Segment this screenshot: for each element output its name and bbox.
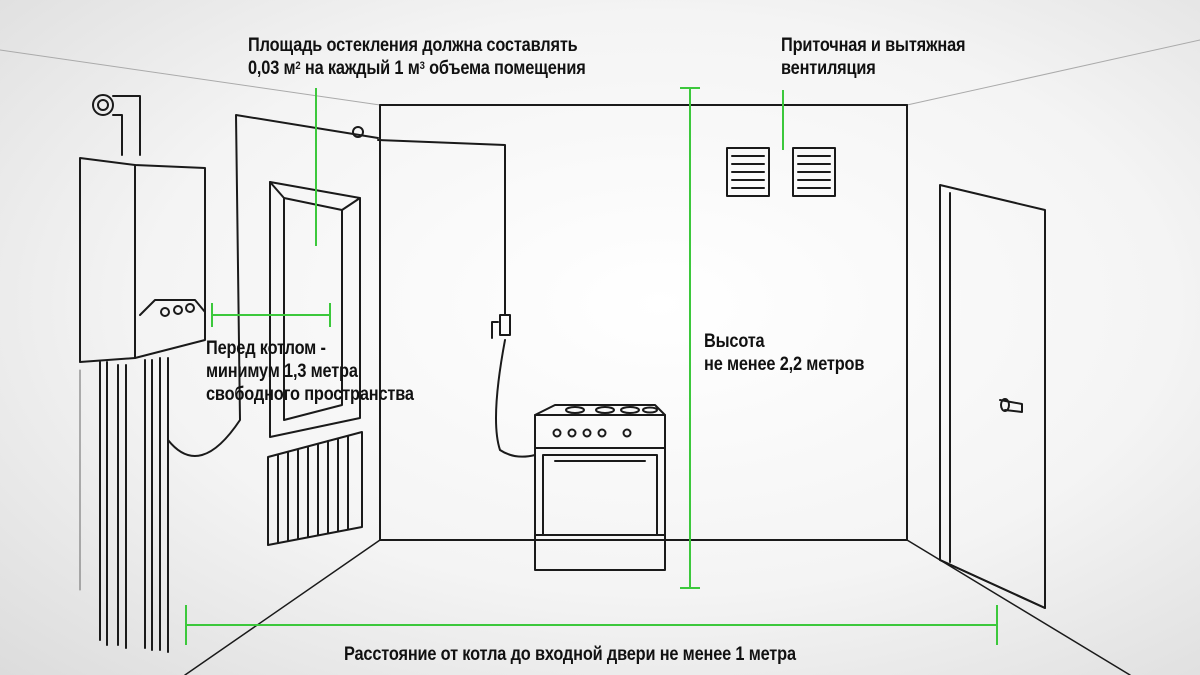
ceiling-height-label: Высота не менее 2,2 метров (704, 330, 864, 376)
door-distance-label: Расстояние от котла до входной двери не … (344, 644, 796, 665)
glazing-label: Площадь остекления должна составлять 0,0… (248, 34, 586, 80)
boiler-icon (79, 94, 379, 653)
gas-valve-icon (352, 126, 536, 458)
room-walls (0, 39, 1200, 675)
ceiling-height-line1: Высота (704, 331, 765, 352)
window-icon (269, 181, 361, 438)
ventilation-label-line1: Приточная и вытяжная (781, 35, 966, 56)
glazing-value-suffix: объема помещения (424, 58, 586, 79)
radiator-icon (267, 431, 363, 546)
boiler-clearance-line1: Перед котлом - (206, 338, 326, 359)
vent-grille-icon (726, 147, 836, 197)
glazing-sup-volume: 3 (419, 60, 425, 72)
glazing-label-line1: Площадь остекления должна составлять (248, 35, 578, 56)
boiler-clearance-label: Перед котлом - минимум 1,3 метра свободн… (206, 337, 414, 406)
glazing-label-line2: 0,03 м2 на каждый 1 м3 объема помещения (248, 57, 586, 80)
boiler-clearance-line3: свободного пространства (206, 384, 414, 405)
ceiling-height-line2: не менее 2,2 метров (704, 354, 865, 375)
ventilation-label: Приточная и вытяжная вентиляция (781, 34, 966, 80)
ventilation-label-line2: вентиляция (781, 58, 876, 79)
glazing-value-area: 0,03 м (248, 58, 296, 79)
glazing-value-volume: на каждый 1 м (300, 58, 420, 79)
door-icon (939, 184, 1046, 609)
gas-stove-icon (534, 404, 666, 571)
boiler-clearance-line2: минимум 1,3 метра (206, 361, 358, 382)
glazing-sup-area: 2 (295, 60, 301, 72)
dimension-lines (185, 87, 998, 645)
